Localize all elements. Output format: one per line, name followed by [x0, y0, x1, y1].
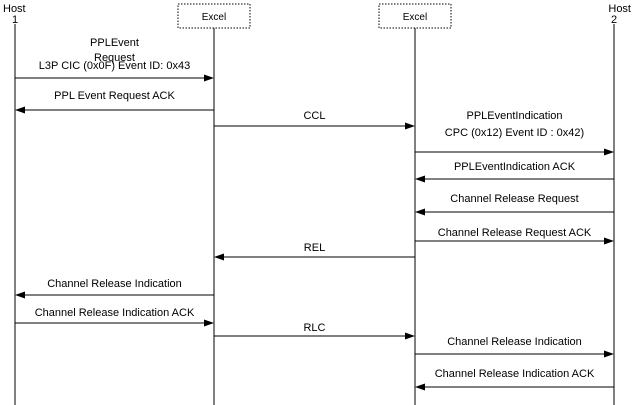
message-label: Request [94, 52, 135, 64]
arrowhead [415, 208, 425, 216]
message: Channel Release Request ACK [415, 227, 614, 245]
participant-number: 1 [12, 14, 18, 26]
participant-number: 2 [611, 14, 617, 26]
arrowhead [214, 253, 224, 261]
participant-label: Host [608, 3, 631, 15]
message: Channel Release Indication [415, 336, 614, 358]
message: PPL Event Request ACK [15, 90, 214, 114]
arrowhead [204, 74, 214, 82]
arrowhead [15, 106, 25, 114]
participant-box [177, 3, 251, 29]
message-label: CPC (0x12) Event ID : 0x42) [445, 127, 584, 139]
arrowhead [415, 383, 425, 391]
message-label: Channel Release Indication ACK [435, 368, 595, 380]
message: CCL [214, 110, 415, 130]
message-label: Channel Release Request ACK [438, 227, 592, 239]
arrowhead [15, 291, 25, 299]
message-label: RLC [303, 322, 325, 334]
message-label: Channel Release Request [450, 193, 578, 205]
participant-label: Host [3, 3, 26, 15]
message: Channel Release Indication ACK [415, 368, 614, 391]
message-label: Channel Release Indication ACK [35, 307, 195, 319]
arrowhead [415, 175, 425, 183]
arrowhead [405, 332, 415, 340]
arrowhead [604, 148, 614, 156]
arrowhead [604, 350, 614, 358]
message-label: PPL Event Request ACK [54, 90, 175, 102]
message-label: PPLEventIndication ACK [454, 161, 576, 173]
message-label: Channel Release Indication [447, 336, 582, 348]
participant-label: Excel [403, 12, 427, 23]
message: Channel Release Indication ACK [15, 307, 214, 327]
message: RLC [214, 322, 415, 340]
message-label: PPLEvent [90, 37, 139, 49]
participant-excel1: Excel [177, 3, 251, 405]
participant-label: Excel [202, 12, 226, 23]
message: REL [214, 242, 415, 261]
arrowhead [405, 122, 415, 130]
message-label: PPLEventIndication [466, 110, 562, 122]
message: PPLEventIndication ACK [415, 161, 614, 183]
message: Channel Release Indication [15, 278, 214, 299]
arrowhead [604, 237, 614, 245]
message-label: CCL [303, 110, 325, 122]
message-label: Channel Release Indication [47, 278, 182, 290]
arrowhead [204, 319, 214, 327]
message-label: REL [304, 242, 325, 254]
message: Channel Release Request [415, 193, 614, 216]
message-label: L3P CIC (0x0F) Event ID: 0x43 [39, 60, 190, 72]
participant-excel2: Excel [378, 3, 452, 405]
